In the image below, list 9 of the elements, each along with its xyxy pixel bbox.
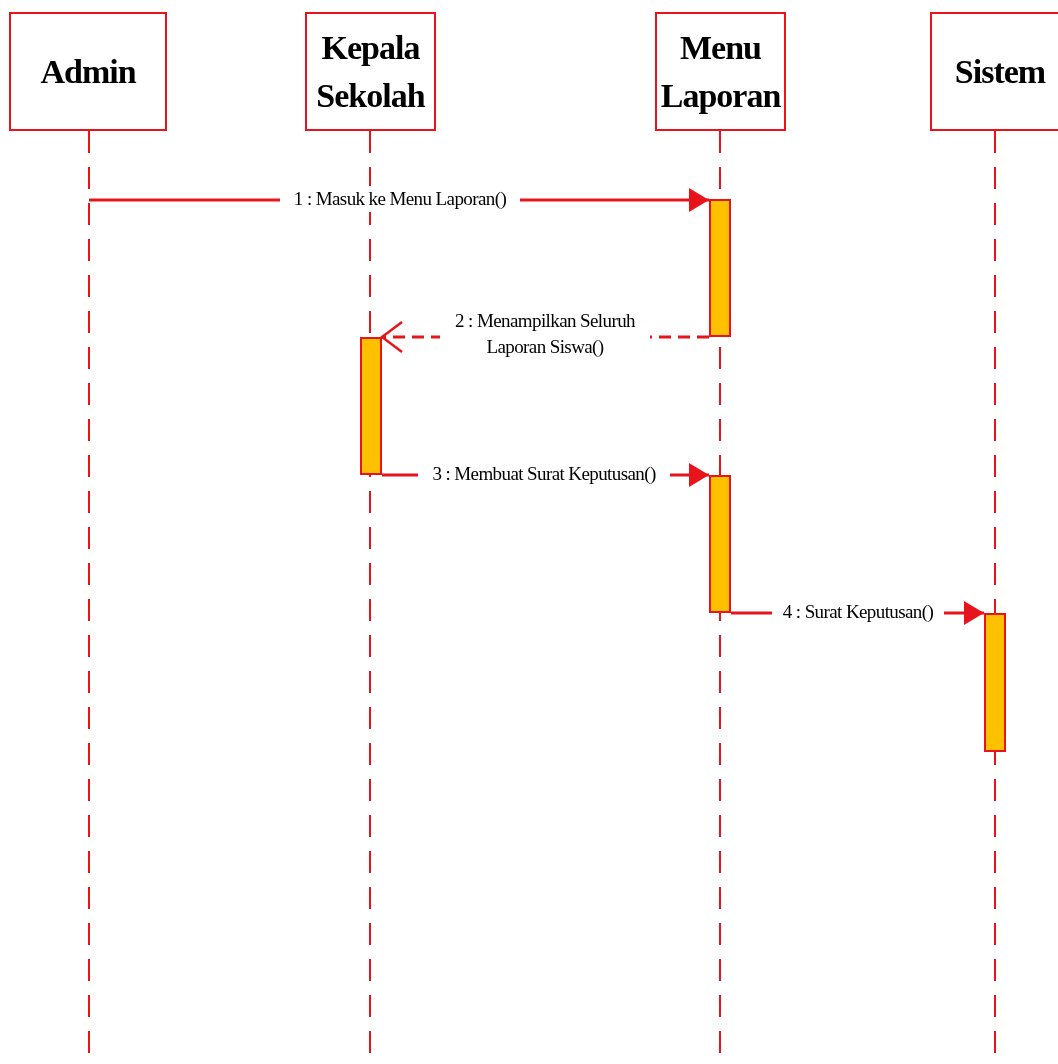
activation-bar <box>984 613 1006 752</box>
activation-bar <box>709 475 731 613</box>
activation-bar <box>709 199 731 337</box>
lifeline-head: Admin <box>9 12 167 131</box>
lifeline-head: Menu Laporan <box>655 12 786 131</box>
lifeline-head: Sistem <box>930 12 1058 131</box>
message-label: 1 : Masuk ke Menu Laporan() <box>280 186 520 212</box>
activation-bar <box>360 337 382 475</box>
lifeline-head: Kepala Sekolah <box>305 12 436 131</box>
